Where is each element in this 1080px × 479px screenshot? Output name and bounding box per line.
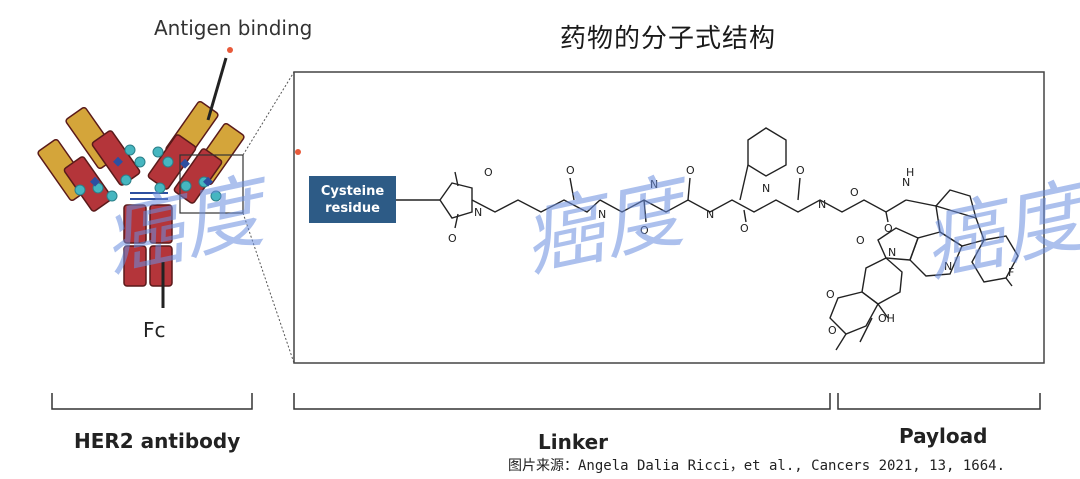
fc-chain-left-bottom bbox=[123, 245, 147, 287]
zoom-source-box bbox=[179, 154, 244, 214]
fc-chain-right-bottom bbox=[149, 245, 173, 287]
fc-chain-right-top bbox=[149, 204, 173, 244]
atom-o-8: O bbox=[850, 186, 859, 199]
linker-squares bbox=[90, 156, 213, 187]
atom-o-10: O bbox=[856, 234, 865, 247]
section-brackets bbox=[51, 393, 1041, 410]
molecule-structure bbox=[396, 127, 1019, 351]
atom-n-8: N bbox=[888, 246, 896, 259]
fc-label: Fc bbox=[143, 318, 166, 342]
page-title: 药物的分子式结构 bbox=[560, 24, 777, 54]
cysteine-line2: residue bbox=[325, 200, 380, 216]
linker-label: Linker bbox=[538, 430, 609, 454]
atom-o-7: O bbox=[796, 164, 805, 177]
atom-oh: OH bbox=[878, 312, 895, 325]
atom-o-12: O bbox=[828, 324, 837, 337]
antigen-binding-label: Antigen binding bbox=[154, 16, 313, 40]
source-citation: 图片来源：Angela Dalia Ricci，et al., Cancers … bbox=[508, 458, 1006, 474]
atom-n-4: N bbox=[706, 208, 714, 221]
fc-chain-left-top bbox=[123, 204, 147, 244]
atom-f: F bbox=[1008, 266, 1014, 279]
atom-n-7: N bbox=[902, 176, 910, 189]
atom-o-5: O bbox=[686, 164, 695, 177]
atom-h-7: H bbox=[906, 166, 914, 179]
payload-label: Payload bbox=[899, 424, 988, 448]
atom-o-11: O bbox=[826, 288, 835, 301]
atom-n-1: N bbox=[474, 206, 482, 219]
svg-text:癌度: 癌度 bbox=[515, 162, 702, 289]
atom-n-5: N bbox=[762, 182, 770, 195]
cysteine-residue-box: Cysteine residue bbox=[309, 176, 396, 223]
watermark: 癌度 癌度 癌度 bbox=[95, 162, 1080, 294]
atom-n-2: N bbox=[598, 208, 606, 221]
atom-o-3: O bbox=[566, 164, 575, 177]
cysteine-line1: Cysteine bbox=[320, 183, 385, 199]
drug-conjugate-dots bbox=[74, 144, 222, 202]
molecule-frame bbox=[293, 71, 1045, 364]
atom-o-4: O bbox=[640, 224, 649, 237]
atom-o-2: O bbox=[448, 232, 457, 245]
atom-n-3: N bbox=[650, 178, 658, 191]
svg-text:癌度: 癌度 bbox=[915, 167, 1080, 294]
atom-n-6: N bbox=[818, 198, 826, 211]
her2-antibody-label: HER2 antibody bbox=[74, 429, 241, 453]
atom-o-6: O bbox=[740, 222, 749, 235]
antigen-pointer-line bbox=[206, 57, 228, 121]
antigen-pointer-dot bbox=[227, 47, 233, 53]
atom-o-9: O bbox=[884, 222, 893, 235]
atom-o-1: O bbox=[484, 166, 493, 179]
atom-n-9: N bbox=[944, 260, 952, 273]
